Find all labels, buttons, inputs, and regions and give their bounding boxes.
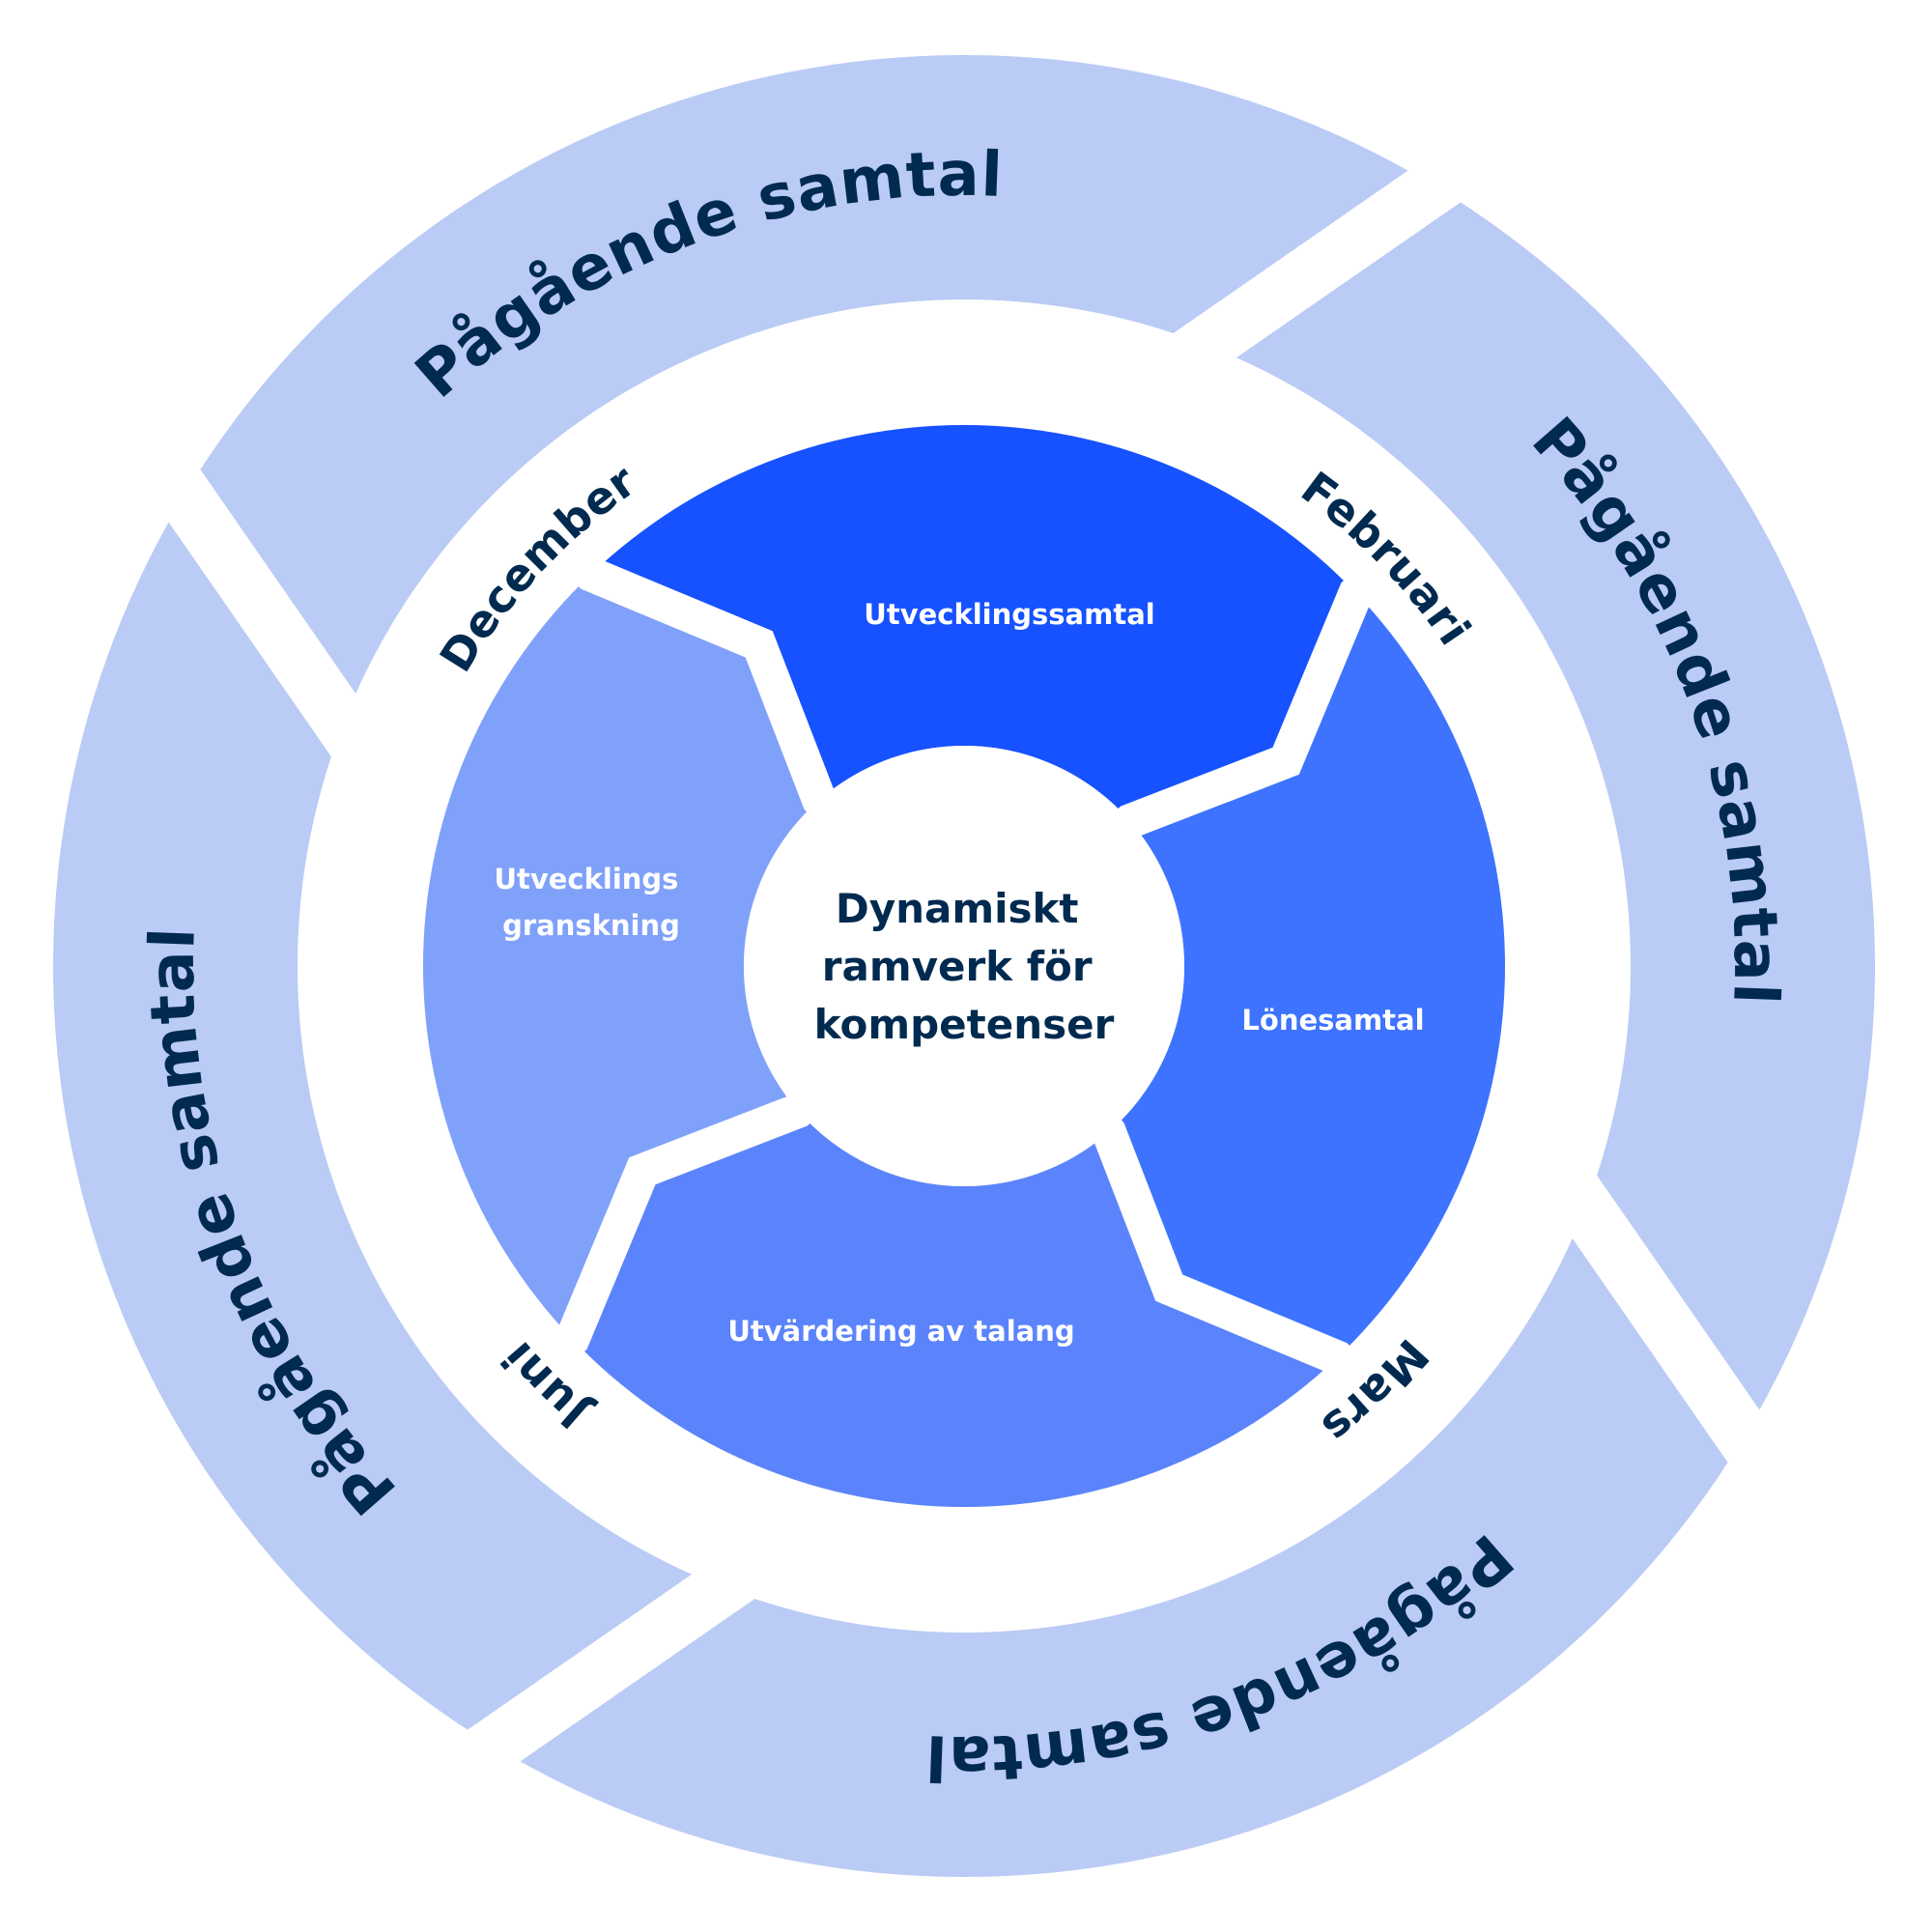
segment-label-utvardering-av-talang: Utvärdering av talang (727, 1315, 1074, 1348)
outer-ring-separators (131, 133, 1797, 1799)
segment-label-utvecklingssamtal: Utvecklingssamtal (864, 598, 1154, 631)
segment-utvecklingssamtal[interactable] (590, 425, 1356, 822)
segment-utvardering-av-talang[interactable] (572, 1110, 1338, 1507)
segment-lonesamtal[interactable] (1108, 592, 1505, 1358)
segment-labels: Utvecklingssamtal Lönesamtal Utvärdering… (494, 598, 1424, 1348)
outer-separator (131, 437, 385, 768)
center-title: Dynamiskt ramverk för kompetenser (814, 885, 1115, 1048)
segment-utvecklingsgranskning[interactable] (422, 574, 820, 1340)
outer-separator (1543, 1164, 1797, 1495)
center-circle (744, 746, 1184, 1186)
outer-separator (435, 1545, 766, 1799)
inner-ring (422, 425, 1505, 1507)
segment-label-utvecklingsgranskning: Utvecklings granskning (494, 863, 688, 942)
center-hub: Dynamiskt ramverk för kompetenser (744, 746, 1184, 1186)
segment-label-lonesamtal: Lönesamtal (1241, 1004, 1424, 1037)
outer-separator (1162, 133, 1493, 387)
